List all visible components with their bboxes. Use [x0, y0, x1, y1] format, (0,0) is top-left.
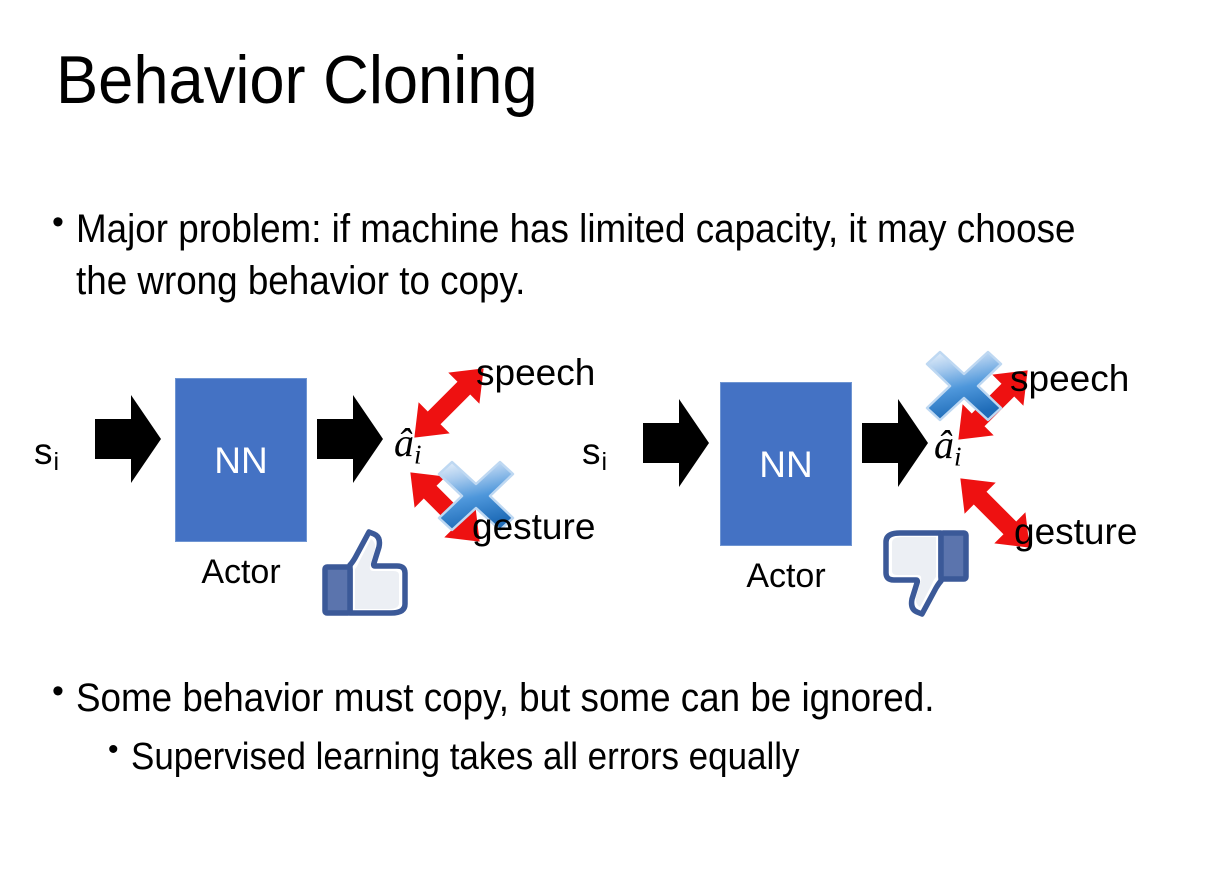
thumbs-down-icon	[878, 525, 974, 621]
bullet-marker: •	[108, 733, 119, 766]
black-block-arrow-icon	[95, 393, 161, 485]
state-label-left: si	[34, 433, 59, 475]
bullet-middle: • Some behavior must copy, but some can …	[52, 672, 1172, 724]
thumbs-up-icon	[317, 525, 413, 621]
actor-label-right: Actor	[746, 557, 826, 595]
blue-cross-icon-speech	[925, 350, 1003, 422]
state-symbol: s	[34, 431, 53, 472]
bullet-sub-text: Supervised learning takes all errors equ…	[130, 736, 799, 778]
nn-box-right: NN	[720, 382, 852, 546]
diagram-right: si NN Actor âi	[560, 340, 1160, 630]
blue-cross-icon-gesture	[437, 460, 515, 532]
red-double-arrow-speech-icon	[394, 348, 504, 458]
branch-label-speech-left: speech	[476, 352, 596, 393]
branch-label-speech-right: speech	[1010, 358, 1130, 399]
branch-label-gesture-right: gesture	[1014, 511, 1138, 552]
red-double-arrow-gesture-icon	[940, 458, 1050, 568]
action-label-left: âi	[394, 423, 422, 469]
red-double-arrow-gesture-icon	[390, 452, 500, 562]
black-block-arrow-icon	[862, 397, 928, 489]
action-symbol: â	[394, 420, 414, 465]
state-subscript: i	[601, 448, 608, 477]
bullet-sub: • Supervised learning takes all errors e…	[108, 733, 1168, 782]
action-label-right: âi	[934, 425, 962, 471]
action-symbol: â	[934, 422, 954, 467]
nn-box-left: NN	[175, 378, 307, 542]
action-subscript: i	[414, 439, 422, 470]
bullet-middle-text: Some behavior must copy, but some can be…	[75, 676, 935, 720]
branch-label-gesture-left: gesture	[472, 506, 596, 547]
bullet-top: • Major problem: if machine has limited …	[52, 203, 1172, 307]
black-block-arrow-icon	[643, 397, 709, 489]
diagram-left: si NN Actor âi	[12, 340, 612, 630]
bullet-marker: •	[52, 672, 64, 710]
black-block-arrow-icon	[317, 393, 383, 485]
nn-label: NN	[214, 439, 268, 481]
state-subscript: i	[53, 448, 60, 477]
actor-label-left: Actor	[201, 553, 281, 591]
state-label-right: si	[582, 433, 607, 475]
action-subscript: i	[954, 441, 962, 472]
state-symbol: s	[582, 431, 601, 472]
nn-label: NN	[759, 443, 813, 485]
bullet-marker: •	[52, 203, 64, 241]
bullet-top-text: Major problem: if machine has limited ca…	[75, 207, 1086, 303]
page-title: Behavior Cloning	[56, 42, 538, 118]
